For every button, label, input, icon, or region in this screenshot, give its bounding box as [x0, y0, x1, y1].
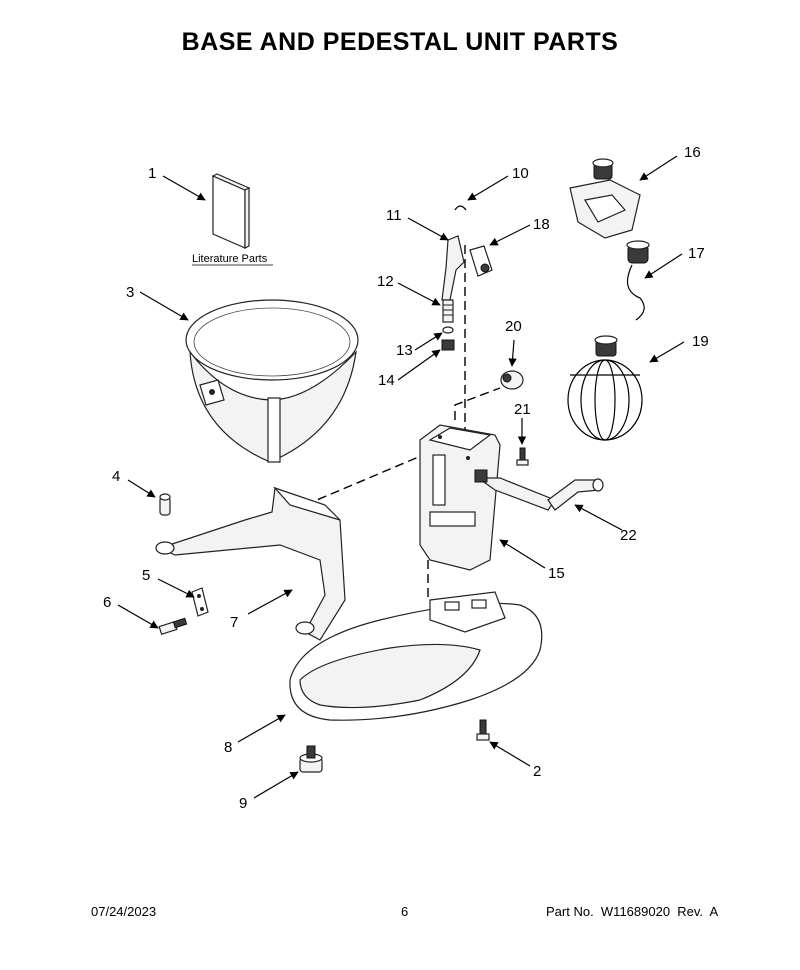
rubber-foot [299, 745, 323, 773]
flat-beater [569, 158, 641, 239]
callout-19: 19 [692, 333, 709, 350]
bowl-support-arm [155, 486, 346, 641]
callout-18: 18 [533, 216, 550, 233]
clip-part [500, 370, 524, 390]
pedestal-column [419, 424, 501, 571]
callout-3: 3 [126, 284, 134, 301]
lift-rod-assembly [441, 205, 493, 351]
base-screw [476, 719, 490, 741]
pin-part [159, 493, 171, 516]
assembly-dash-lines [304, 245, 501, 600]
footer-part-number: Part No. W11689020 Rev. A [546, 904, 719, 919]
mixing-bowl [185, 299, 359, 463]
callout-1: 1 [148, 165, 156, 182]
pedestal-screw [516, 447, 529, 466]
callout-6: 6 [103, 594, 111, 611]
callout-11: 11 [386, 207, 402, 224]
callout-9: 9 [239, 795, 247, 812]
footer-page-number: 6 [401, 904, 409, 919]
footer-date: 07/24/2023 [91, 904, 157, 919]
crank-handle [474, 469, 604, 511]
callout-13: 13 [396, 342, 413, 359]
callout-16: 16 [684, 144, 701, 161]
literature-label: Literature Parts [192, 253, 268, 265]
callout-20: 20 [505, 318, 522, 335]
callout-7: 7 [230, 614, 238, 631]
callout-8: 8 [224, 739, 232, 756]
callout-21: 21 [514, 401, 531, 418]
mixer-base [289, 591, 543, 721]
callout-14: 14 [378, 372, 395, 389]
leader-arrows [117, 155, 685, 799]
callout-15: 15 [548, 565, 565, 582]
bracket-part [191, 587, 209, 617]
callout-10: 10 [512, 165, 529, 182]
wire-whip [567, 335, 643, 441]
callout-17: 17 [688, 245, 705, 262]
callout-12: 12 [377, 273, 394, 290]
callout-5: 5 [142, 567, 150, 584]
screw-part [158, 617, 188, 636]
spring-clip [454, 205, 467, 211]
callout-4: 4 [112, 468, 120, 485]
callout-labels: 1 3 4 5 6 7 8 9 2 10 11 18 12 13 14 20 2… [103, 144, 709, 812]
literature-booklet [211, 173, 251, 249]
dough-hook [626, 240, 650, 321]
callout-2: 2 [533, 763, 541, 780]
callout-22: 22 [620, 527, 637, 544]
page-title: BASE AND PEDESTAL UNIT PARTS [181, 28, 619, 56]
